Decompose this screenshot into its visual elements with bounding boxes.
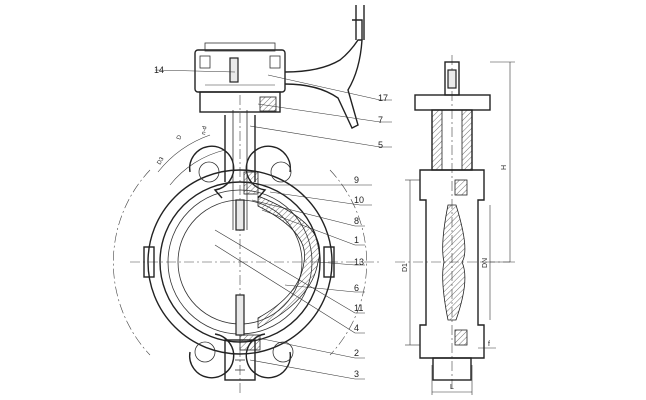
part-label-4: 4 — [354, 323, 359, 333]
part-label-14: 14 — [154, 65, 164, 75]
dim-label-d1: D1 — [402, 263, 409, 272]
stem-neck — [224, 110, 261, 381]
dim-label-l: L — [450, 384, 454, 391]
part-label-6: 6 — [354, 283, 359, 293]
bolt-circle-arc-right — [329, 169, 367, 356]
bolt-circle-arc — [113, 169, 151, 356]
callout-d3: D3 — [157, 156, 166, 166]
dim-label-h: H — [501, 165, 508, 170]
part-label-2: 2 — [354, 348, 359, 358]
disc-section — [257, 195, 320, 329]
dim-label-f: f — [488, 341, 490, 348]
part-label-5: 5 — [378, 140, 383, 150]
part-label-9: 9 — [354, 175, 359, 185]
side-body — [419, 169, 485, 359]
part-label-11: 11 — [354, 303, 363, 313]
flange-dim-arc — [169, 149, 226, 186]
dim-label-dn: DN — [482, 258, 489, 268]
top-left-lug — [188, 145, 235, 199]
part-number-labels: 14 17 7 5 9 10 8 1 13 6 11 4 2 3 — [154, 65, 388, 379]
part-label-10: 10 — [354, 195, 364, 205]
part-label-8: 8 — [354, 216, 359, 226]
front-view — [113, 5, 380, 395]
part-label-13: 13 — [354, 257, 364, 267]
leader-lines — [154, 69, 392, 380]
part-label-7: 7 — [378, 115, 383, 125]
side-top-flange — [414, 94, 491, 111]
part-label-3: 3 — [354, 369, 359, 379]
callout-n-d: n-d — [201, 126, 208, 136]
side-disc — [442, 204, 466, 321]
handwheel — [284, 5, 365, 129]
side-view — [395, 55, 510, 390]
part-label-1: 1 — [354, 235, 359, 245]
flange-dim-arc-2 — [157, 134, 211, 173]
side-dimensions: H D1 DN L f — [402, 61, 515, 395]
callout-d: D — [176, 134, 183, 141]
gearbox — [194, 42, 286, 113]
part-label-17: 17 — [378, 93, 388, 103]
